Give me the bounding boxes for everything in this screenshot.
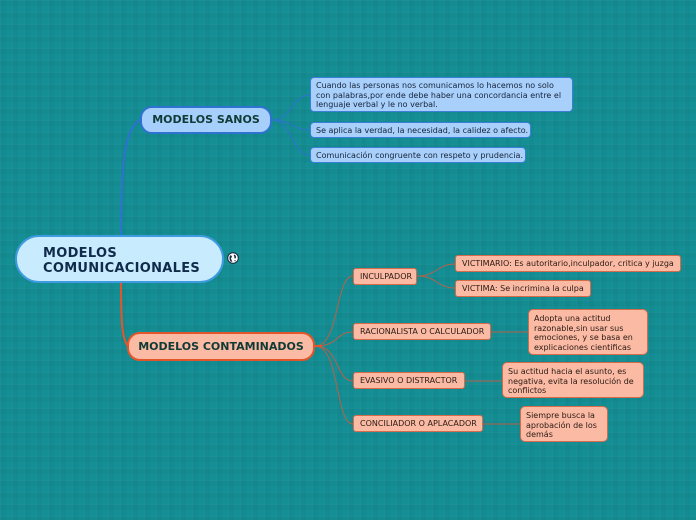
leaf-text: VICTIMA: Se incrimina la culpa <box>462 284 584 293</box>
leaf-racionalista[interactable]: Adopta una actitud razonable,sin usar su… <box>528 309 648 355</box>
leaf-text: Adopta una actitud razonable,sin usar su… <box>534 314 633 352</box>
branch-label: MODELOS CONTAMINADOS <box>138 340 304 353</box>
root-node[interactable]: MODELOS COMUNICACIONALES <box>15 235 224 283</box>
branch-label: MODELOS SANOS <box>152 113 260 126</box>
leaf-victimario[interactable]: VICTIMARIO: Es autoritario,inculpador, c… <box>455 255 681 272</box>
leaf-sanos-3[interactable]: Comunicación congruente con respeto y pr… <box>310 147 526 163</box>
sub-racionalista[interactable]: RACIONALISTA O CALCULADOR <box>353 323 491 340</box>
leaf-text: Comunicación congruente con respeto y pr… <box>316 151 523 160</box>
root-label: MODELOS COMUNICACIONALES <box>43 246 201 276</box>
leaf-text: Cuando las personas nos comunicamos lo h… <box>316 81 562 109</box>
sub-inculpador[interactable]: INCULPADOR <box>353 268 417 285</box>
sub-label: EVASIVO O DISTRACTOR <box>360 376 458 385</box>
globe-icon[interactable] <box>227 252 239 264</box>
leaf-sanos-2[interactable]: Se aplica la verdad, la necesidad, la ca… <box>310 122 531 138</box>
leaf-text: Se aplica la verdad, la necesidad, la ca… <box>316 126 529 135</box>
leaf-text: VICTIMARIO: Es autoritario,inculpador, c… <box>462 259 674 268</box>
leaf-sanos-1[interactable]: Cuando las personas nos comunicamos lo h… <box>310 77 573 112</box>
sub-label: RACIONALISTA O CALCULADOR <box>360 327 485 336</box>
branch-modelos-contaminados[interactable]: MODELOS CONTAMINADOS <box>127 332 315 361</box>
branch-modelos-sanos[interactable]: MODELOS SANOS <box>140 106 272 134</box>
sub-label: INCULPADOR <box>360 272 413 281</box>
sub-label: CONCILIADOR O APLACADOR <box>360 419 477 428</box>
leaf-victima[interactable]: VICTIMA: Se incrimina la culpa <box>455 280 591 297</box>
leaf-text: Siempre busca la aprobación de los demás <box>526 411 597 439</box>
sub-conciliador[interactable]: CONCILIADOR O APLACADOR <box>353 415 483 432</box>
leaf-evasivo[interactable]: Su actitud hacia el asunto, es negativa,… <box>502 362 644 398</box>
leaf-conciliador[interactable]: Siempre busca la aprobación de los demás <box>520 406 608 442</box>
sub-evasivo[interactable]: EVASIVO O DISTRACTOR <box>353 372 465 389</box>
leaf-text: Su actitud hacia el asunto, es negativa,… <box>508 367 634 395</box>
